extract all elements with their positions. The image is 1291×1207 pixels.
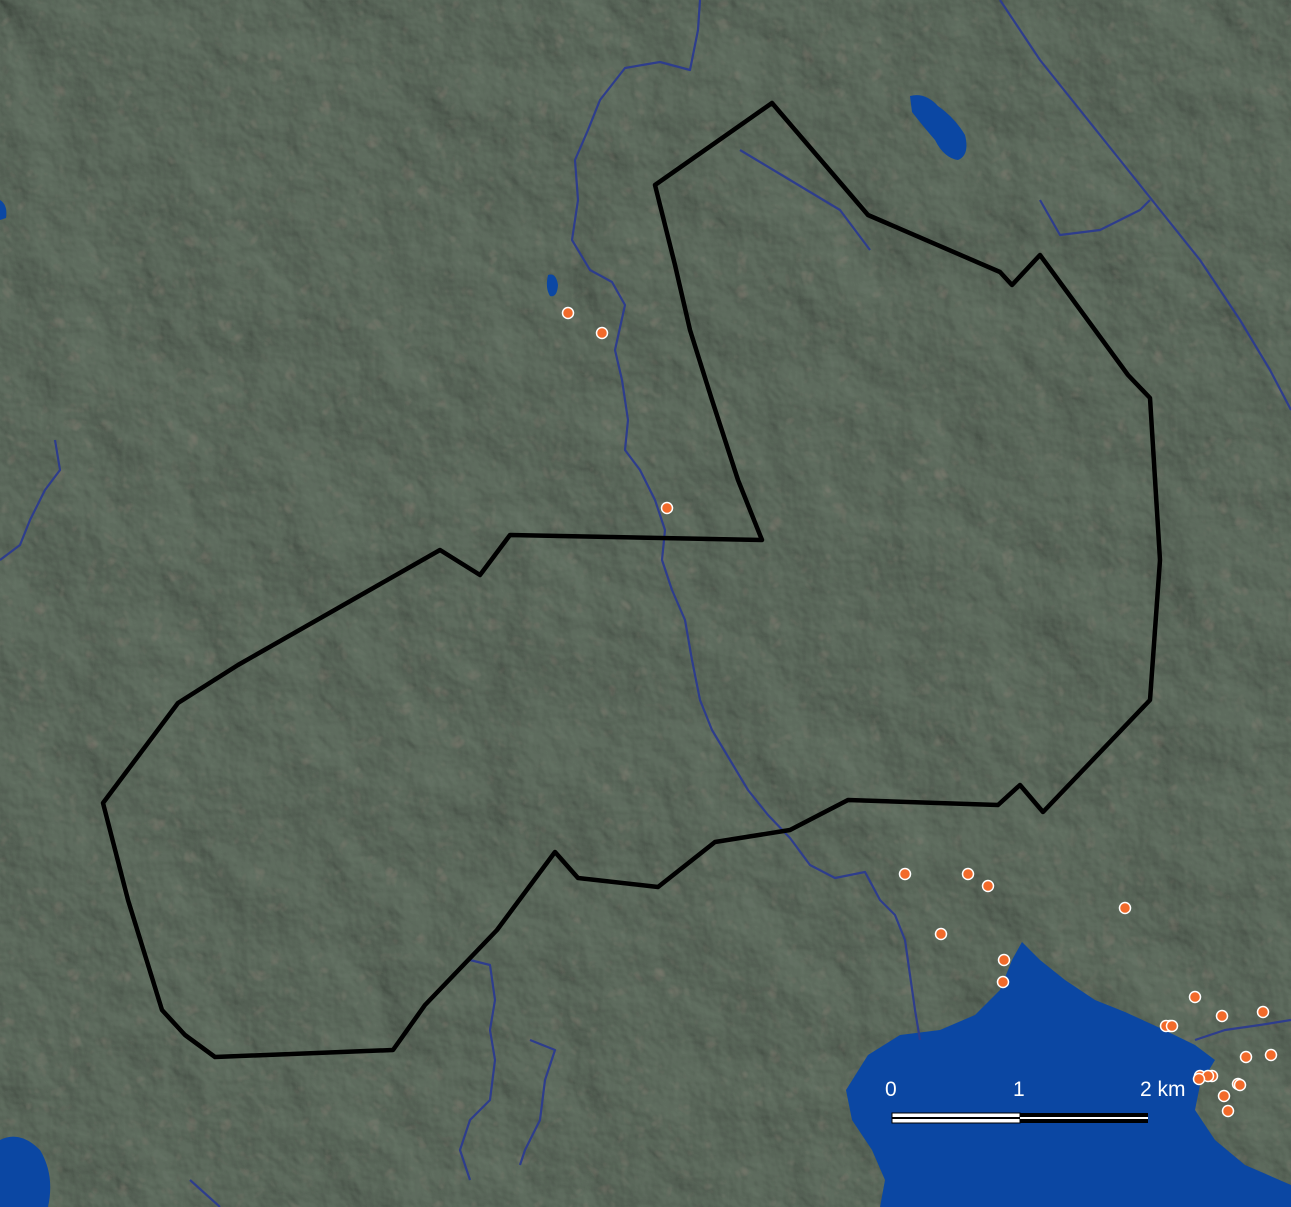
site-point xyxy=(997,953,1011,967)
study-area-boundary xyxy=(100,100,1163,1060)
site-point xyxy=(595,326,609,340)
site-point xyxy=(561,306,575,320)
river-southwest xyxy=(189,1179,221,1207)
scale-label-1: 1 xyxy=(1013,1078,1025,1101)
river-main xyxy=(570,0,922,1041)
site-point xyxy=(1264,1048,1278,1062)
site-point xyxy=(1188,990,1202,1004)
site-point xyxy=(898,867,912,881)
site-point xyxy=(1192,1072,1206,1086)
site-point xyxy=(1215,1009,1229,1023)
scale-label-2km: 2 km xyxy=(1140,1078,1186,1101)
site-point xyxy=(1118,901,1132,915)
river-south xyxy=(458,958,497,1181)
pond-west xyxy=(0,200,7,220)
river-east-inlet xyxy=(1194,1018,1291,1042)
scale-bar-inner-line xyxy=(892,1117,1020,1119)
site-point xyxy=(1233,1078,1247,1092)
site-point xyxy=(1217,1089,1231,1103)
site-point xyxy=(660,501,674,515)
lake-north xyxy=(910,95,967,160)
site-points xyxy=(561,306,1278,1118)
site-point xyxy=(996,975,1010,989)
water-bodies xyxy=(0,95,1291,1207)
river-south-branch xyxy=(518,1038,557,1166)
site-point xyxy=(1221,1104,1235,1118)
scale-bar: 0 1 2 km xyxy=(885,1078,1186,1124)
site-point xyxy=(1256,1005,1270,1019)
lake-southwest xyxy=(0,1136,51,1207)
channel-north xyxy=(739,149,871,251)
scale-bar-inner-white xyxy=(1020,1117,1148,1119)
river-northeast-branch xyxy=(1039,199,1151,237)
site-point xyxy=(934,927,948,941)
site-point xyxy=(1239,1050,1253,1064)
pond-small xyxy=(546,274,558,297)
river-northeast xyxy=(999,0,1291,411)
scale-label-0: 0 xyxy=(885,1078,897,1101)
bay-southeast xyxy=(846,942,1291,1207)
river-west xyxy=(0,439,62,561)
site-point xyxy=(961,867,975,881)
site-point xyxy=(981,879,995,893)
site-point xyxy=(1165,1019,1179,1033)
